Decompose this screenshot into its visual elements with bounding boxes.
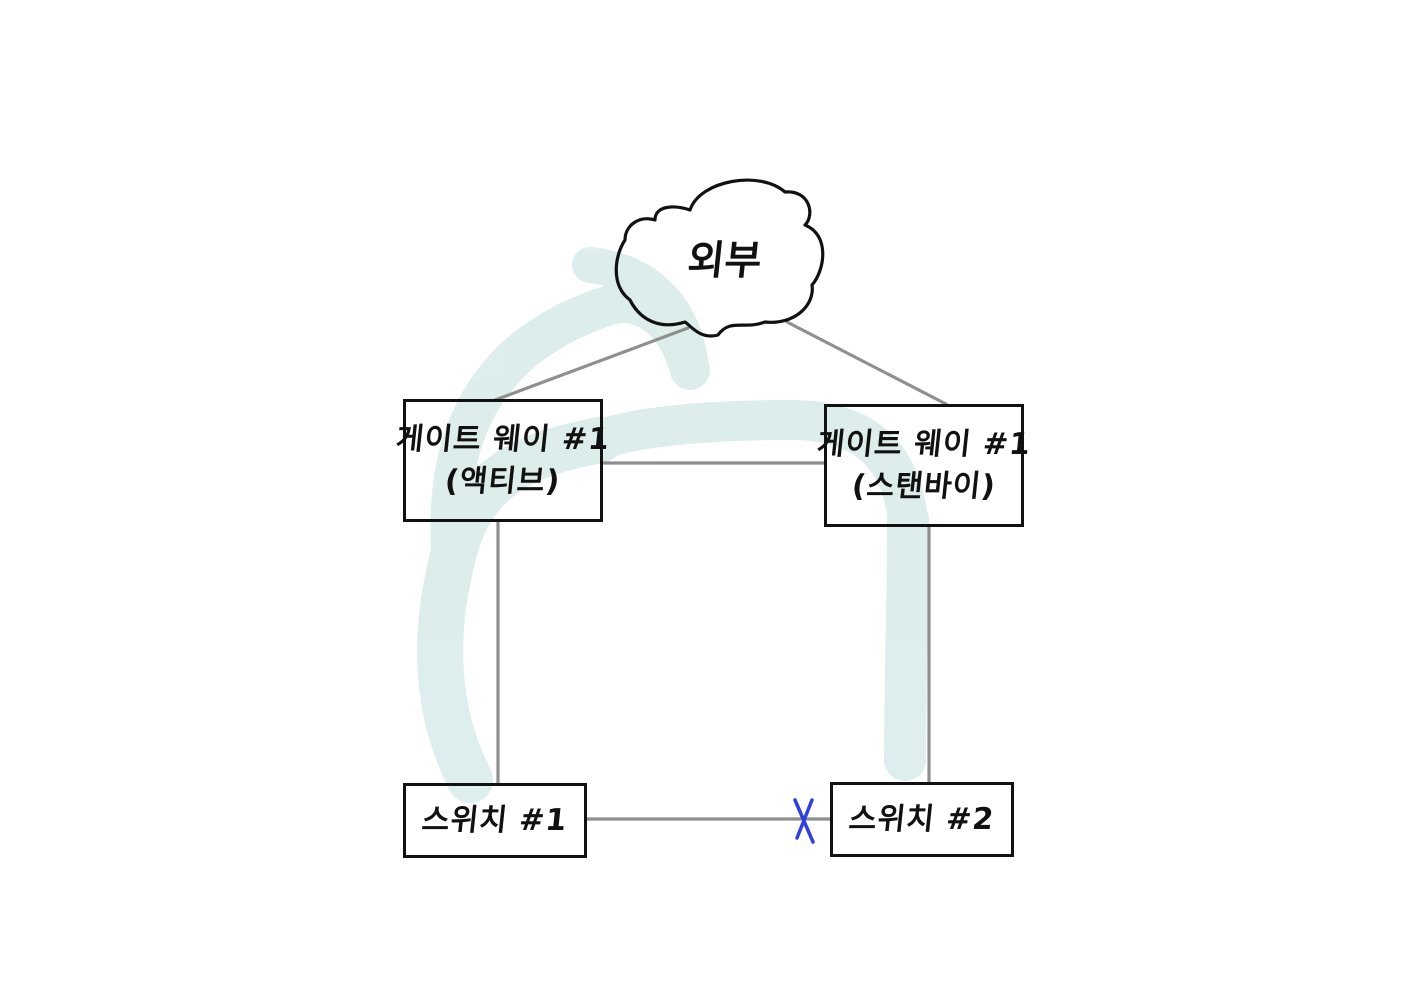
gateway-2-title: 게이트 웨이 #1 xyxy=(815,426,1033,462)
path-arrow-hook xyxy=(572,247,708,378)
link-cloud-gateway2 xyxy=(785,320,948,406)
links xyxy=(493,320,948,821)
switch-2-node: 스위치 #2 xyxy=(830,782,1014,857)
traffic-path-highlight xyxy=(417,247,929,803)
gateway-1-active-node: 게이트 웨이 #1 (액티브) xyxy=(394,399,612,522)
gateway-2-role: (스탠바이) xyxy=(850,468,998,504)
gateway-1-role: (액티브) xyxy=(443,463,563,499)
path-gateway2-to-gateway1 xyxy=(580,400,928,540)
switch-1-label: 스위치 #1 xyxy=(420,802,570,838)
switch-2-label: 스위치 #2 xyxy=(847,801,997,837)
switch-1-node: 스위치 #1 xyxy=(403,783,587,858)
fault-x-icon xyxy=(793,798,815,844)
cloud-icon xyxy=(614,178,825,338)
gateway-1-title: 게이트 웨이 #1 xyxy=(394,421,612,457)
cloud-label: 외부 xyxy=(685,238,764,284)
gateway-2-standby-node: 게이트 웨이 #1 (스탠바이) xyxy=(815,404,1033,527)
path-switch2-to-gateway2 xyxy=(884,499,929,781)
link-cloud-gateway1 xyxy=(493,326,690,402)
